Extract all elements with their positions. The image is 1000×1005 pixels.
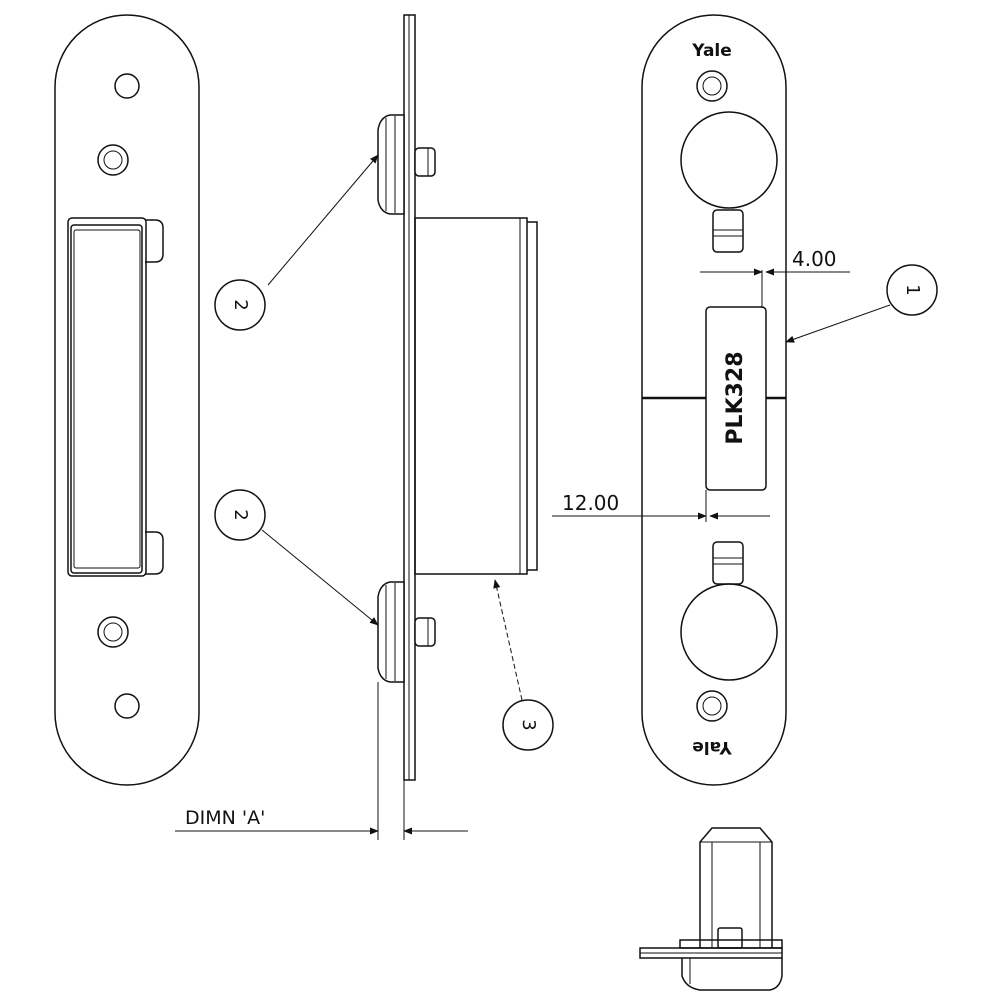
plate-outline (54, 14, 200, 786)
dimension-label: 12.00 (562, 491, 619, 515)
balloon-label: 1 (902, 284, 923, 295)
strike-plate-side-view (377, 14, 538, 840)
balloon-box: 3 (502, 699, 554, 751)
dimension-slot-offset: 4.00 (700, 247, 850, 308)
countersunk-hole-top (696, 70, 728, 102)
balloon-fixing-lower: 2 (214, 489, 266, 541)
fixing-hole-lower (97, 616, 129, 648)
balloon-fixing-upper: 2 (214, 279, 266, 331)
part-number: PLK328 (723, 351, 748, 444)
dimension-label: DIMN 'A' (185, 807, 265, 829)
latch-slot (67, 217, 164, 577)
plate-outline (641, 14, 787, 786)
tab-upper (712, 209, 744, 253)
brand-text-top: Yale (691, 41, 732, 61)
fixing-screw-lower (377, 581, 436, 683)
countersunk-hole-bottom (696, 690, 728, 722)
fixing-screw-upper (377, 114, 436, 215)
dimension-depth: DIMN 'A' (175, 807, 468, 835)
balloon-label: 3 (518, 719, 539, 730)
screw-head-lower (680, 583, 778, 681)
end-view (639, 827, 783, 991)
balloon-label: 2 (230, 509, 251, 520)
countersunk-hole-bottom (114, 693, 140, 719)
strike-plate-front-view (54, 14, 200, 786)
dimension-edge-offset: 12.00 (552, 490, 770, 522)
countersunk-hole-top (114, 73, 140, 99)
balloon-strike-plate: 1 (886, 264, 938, 316)
brand-text-bottom: Yale (692, 737, 733, 757)
part-label-sticker (705, 306, 767, 491)
balloon-label: 2 (230, 299, 251, 310)
strike-plate-labelled-view: Yale PLK328 Yale (641, 14, 787, 786)
screw-head-upper (680, 111, 778, 209)
box-keep (414, 217, 528, 575)
fixing-hole-upper (97, 144, 129, 176)
tab-lower (712, 541, 744, 585)
dimension-label: 4.00 (792, 247, 837, 271)
